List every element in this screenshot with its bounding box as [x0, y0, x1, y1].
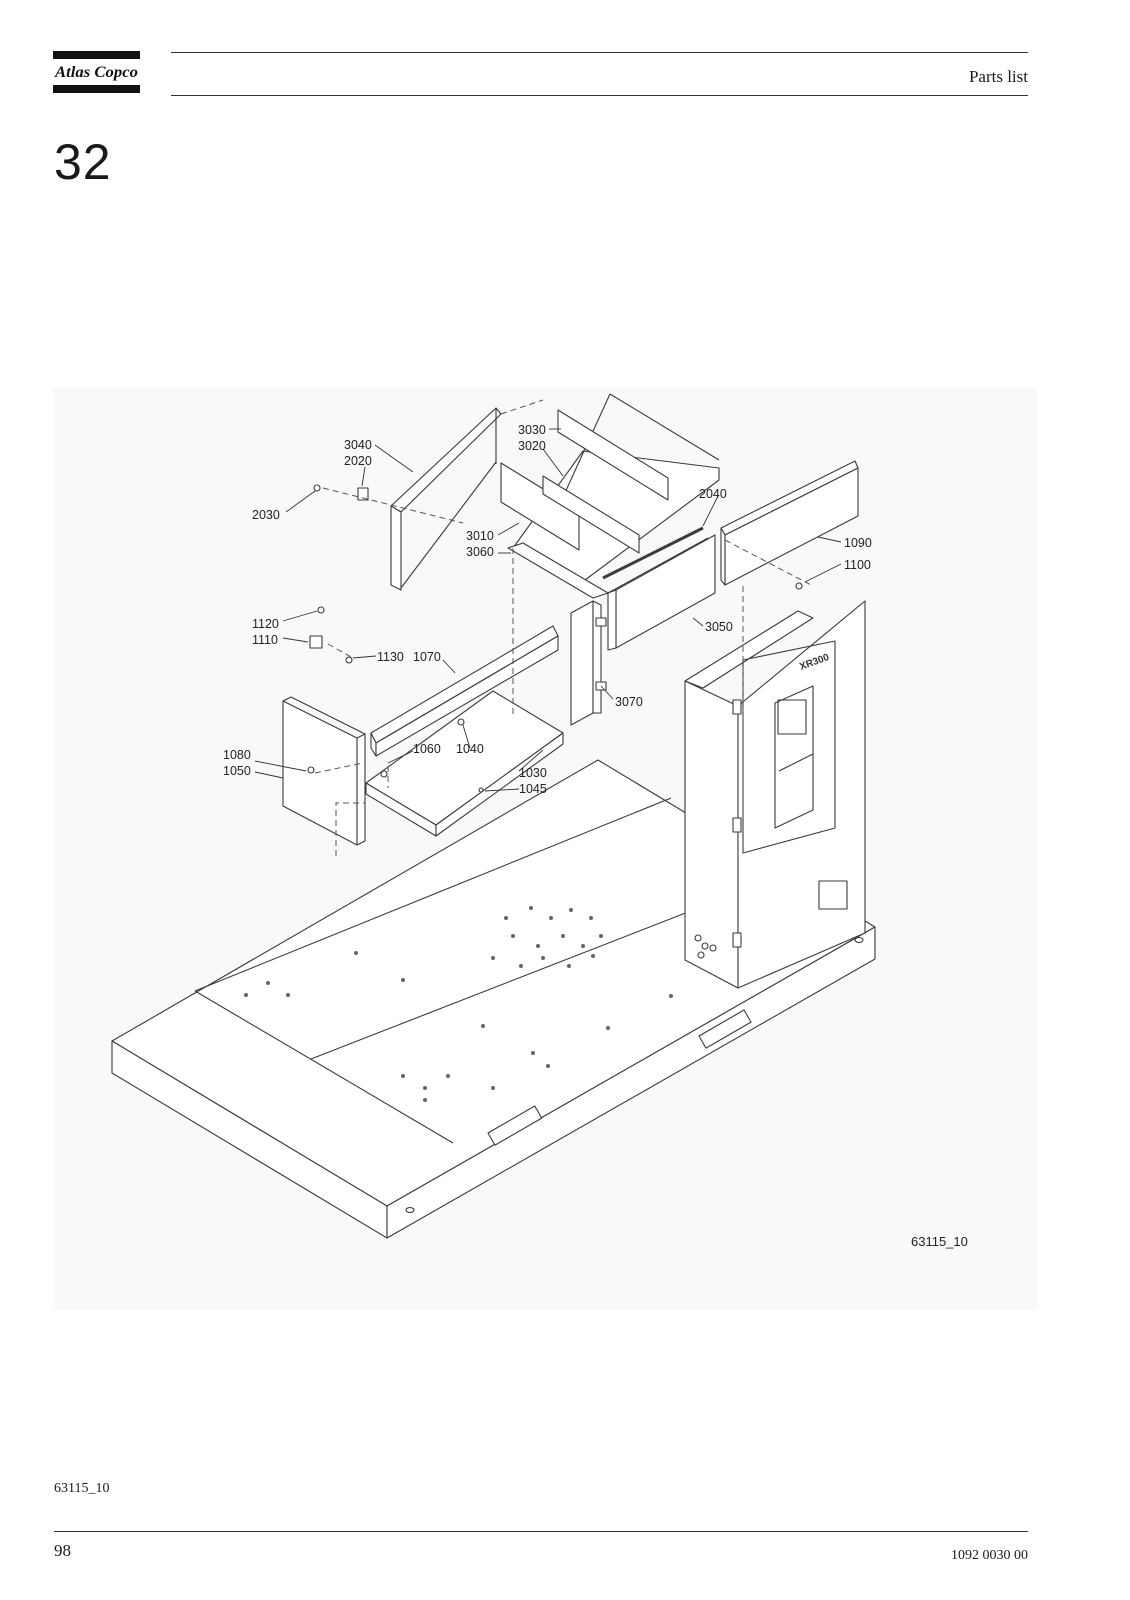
page-number: 98 [54, 1541, 71, 1560]
callout-2040: 2040 [699, 487, 727, 501]
figure-code: 63115_10 [911, 1234, 968, 1249]
callout-3030: 3030 [518, 423, 546, 437]
leader-lines [254, 428, 842, 792]
svg-text:Atlas Copco: Atlas Copco [54, 64, 138, 81]
callout-1040: 1040 [456, 742, 484, 756]
callout-1050: 1050 [223, 764, 251, 778]
callout-3010: 3010 [466, 529, 494, 543]
header-top-rule [171, 52, 1028, 53]
callout-1130: 1130 [377, 650, 404, 664]
base-frame [111, 759, 876, 1239]
exploded-view-drawing: XR300 [53, 388, 1037, 1310]
callout-3050: 3050 [705, 620, 733, 634]
callout-1030: 1030 [519, 766, 547, 780]
diagonal-frame [390, 407, 502, 591]
base-holes [244, 906, 673, 1102]
side-panel [607, 534, 716, 651]
baffles [500, 409, 669, 599]
vertical-bracket [570, 600, 607, 726]
document-number: 1092 0030 00 [951, 1548, 1028, 1563]
callout-1100: 1100 [844, 558, 871, 572]
header-title: Parts list [968, 67, 1028, 86]
callout-1110: 1110 [252, 633, 278, 647]
callout-2020: 2020 [344, 454, 372, 468]
callout-3070: 3070 [615, 695, 643, 709]
callout-labels: 3040 2020 2030 3030 3020 2040 3010 3060 … [223, 423, 872, 796]
callout-1045: 1045 [519, 782, 547, 796]
top-panel [720, 460, 859, 586]
callout-2030: 2030 [252, 508, 280, 522]
callout-3020: 3020 [518, 439, 546, 453]
footer-rule [54, 1531, 1028, 1532]
base-tray [365, 690, 564, 837]
section-number: 32 [54, 134, 112, 190]
hardware-bits [307, 484, 803, 793]
control-cabinet: XR300 [684, 600, 866, 989]
callout-3060: 3060 [466, 545, 494, 559]
callout-1070: 1070 [413, 650, 441, 664]
callout-1060: 1060 [413, 742, 441, 756]
callout-3040: 3040 [344, 438, 372, 452]
drawing-canvas: XR300 [111, 393, 876, 1239]
header-bottom-rule [171, 95, 1028, 96]
callout-1080: 1080 [223, 748, 251, 762]
callout-1090: 1090 [844, 536, 872, 550]
left-end-panel [282, 696, 366, 846]
callout-1120: 1120 [252, 617, 279, 631]
assembly-guides [314, 399, 814, 856]
footer-figure-reference: 63115_10 [54, 1481, 110, 1496]
support-channel [370, 625, 559, 757]
atlas-copco-logo: Atlas Copco [53, 51, 140, 93]
